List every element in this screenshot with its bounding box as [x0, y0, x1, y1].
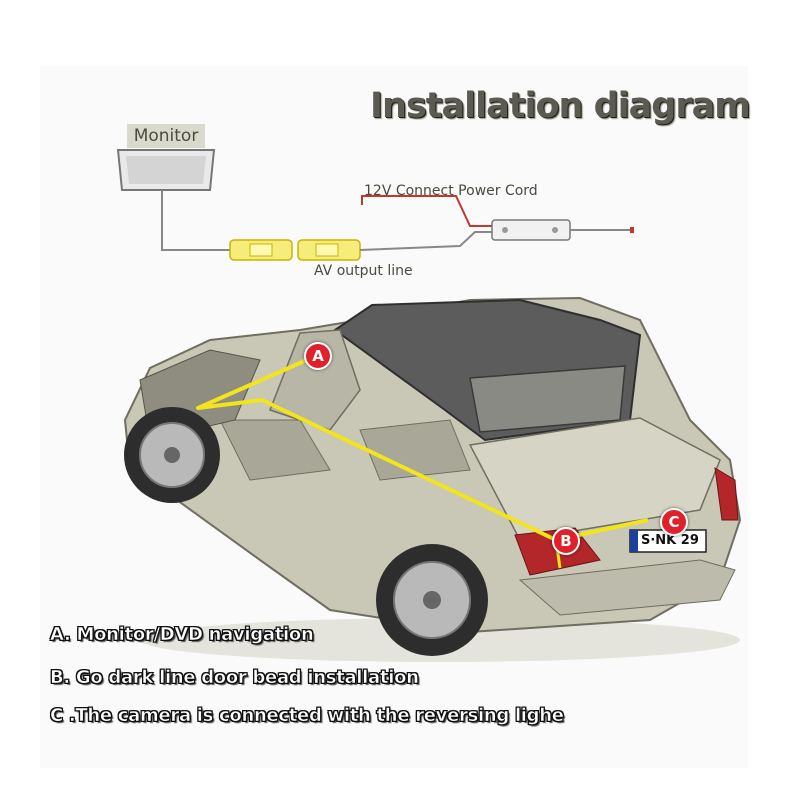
power-cord-label: 12V Connect Power Cord [364, 183, 538, 199]
callout-c: C [660, 508, 688, 536]
trunk-lid [468, 417, 721, 541]
rear-bumper [518, 559, 736, 616]
right-taillight [714, 467, 739, 521]
monitor-icon [116, 149, 216, 191]
av-output-label: AV output line [314, 263, 413, 279]
route-line [196, 353, 649, 542]
monitor-label: Monitor [127, 124, 205, 148]
front-seat [219, 419, 331, 481]
front-wheel [124, 407, 220, 503]
rear-window [469, 365, 626, 433]
plate-text: S·NK 29 [641, 533, 699, 548]
callout-a: A [304, 342, 332, 370]
rear-wheel [376, 544, 488, 656]
legend-item-b: B. Go dark line door bead installation [50, 667, 420, 689]
diagram-title: Installation diagram [370, 86, 751, 126]
monitor-cable [161, 190, 230, 251]
windshield [269, 329, 361, 431]
av-output-cable [359, 231, 492, 251]
rear-seat [359, 419, 471, 481]
av-connector-icon [229, 239, 361, 261]
power-cord [361, 195, 492, 227]
legend-item-a: A. Monitor/DVD navigation [50, 624, 314, 646]
legend-item-c: C .The camera is connected with the reve… [50, 705, 565, 727]
callout-b: B [552, 527, 580, 555]
